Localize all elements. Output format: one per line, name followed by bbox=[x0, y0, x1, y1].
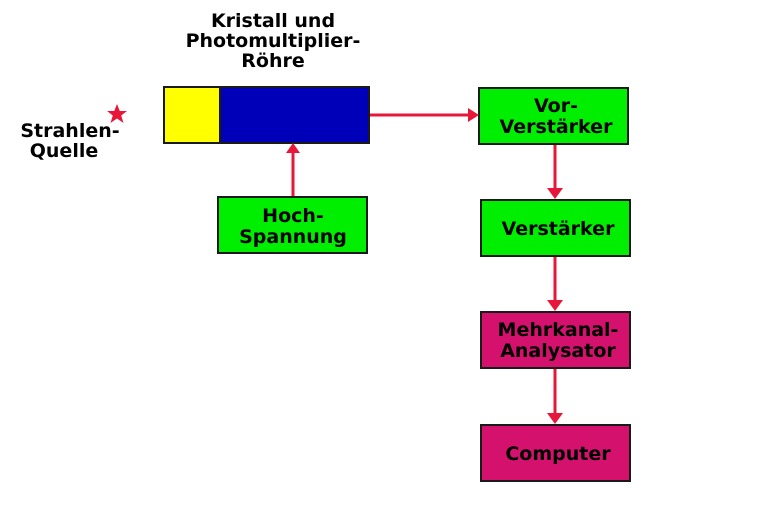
amplifier-box: Verstärker bbox=[480, 199, 631, 257]
multichannel-analyzer-box: Mehrkanal- Analysator bbox=[480, 311, 631, 369]
crystal-block bbox=[163, 86, 221, 144]
source-label-line: Quelle bbox=[30, 140, 98, 162]
box-label: Analysator bbox=[500, 340, 616, 362]
arrow-preamp-to-amp bbox=[547, 145, 563, 199]
arrow-mca-to-computer bbox=[547, 369, 563, 424]
title-line: Kristall und bbox=[211, 10, 335, 32]
preamplifier-box: Vor- Verstärker bbox=[478, 87, 629, 145]
box-label: Computer bbox=[505, 443, 611, 465]
box-label: Verstärker bbox=[500, 116, 614, 138]
arrow-hv-to-pmt bbox=[286, 143, 300, 196]
star-icon bbox=[107, 104, 127, 123]
high-voltage-box: Hoch- Spannung bbox=[217, 196, 368, 254]
radiation-source: Strahlen- Quelle bbox=[20, 104, 127, 162]
title-line: Röhre bbox=[241, 50, 304, 72]
box-label: Spannung bbox=[239, 226, 347, 248]
box-label: Vor- bbox=[534, 95, 578, 117]
computer-box: Computer bbox=[480, 424, 631, 482]
title-line: Photomultiplier- bbox=[186, 30, 361, 52]
photomultiplier-tube bbox=[219, 86, 370, 144]
detector-title: Kristall und Photomultiplier- Röhre bbox=[186, 10, 361, 72]
box-label: Mehrkanal- bbox=[498, 319, 619, 341]
arrow-pmt-to-preamp bbox=[370, 108, 479, 122]
source-label-line: Strahlen- bbox=[20, 120, 119, 142]
box-label: Hoch- bbox=[262, 205, 324, 227]
box-label: Verstärker bbox=[502, 218, 616, 240]
arrow-amp-to-mca bbox=[547, 257, 563, 311]
